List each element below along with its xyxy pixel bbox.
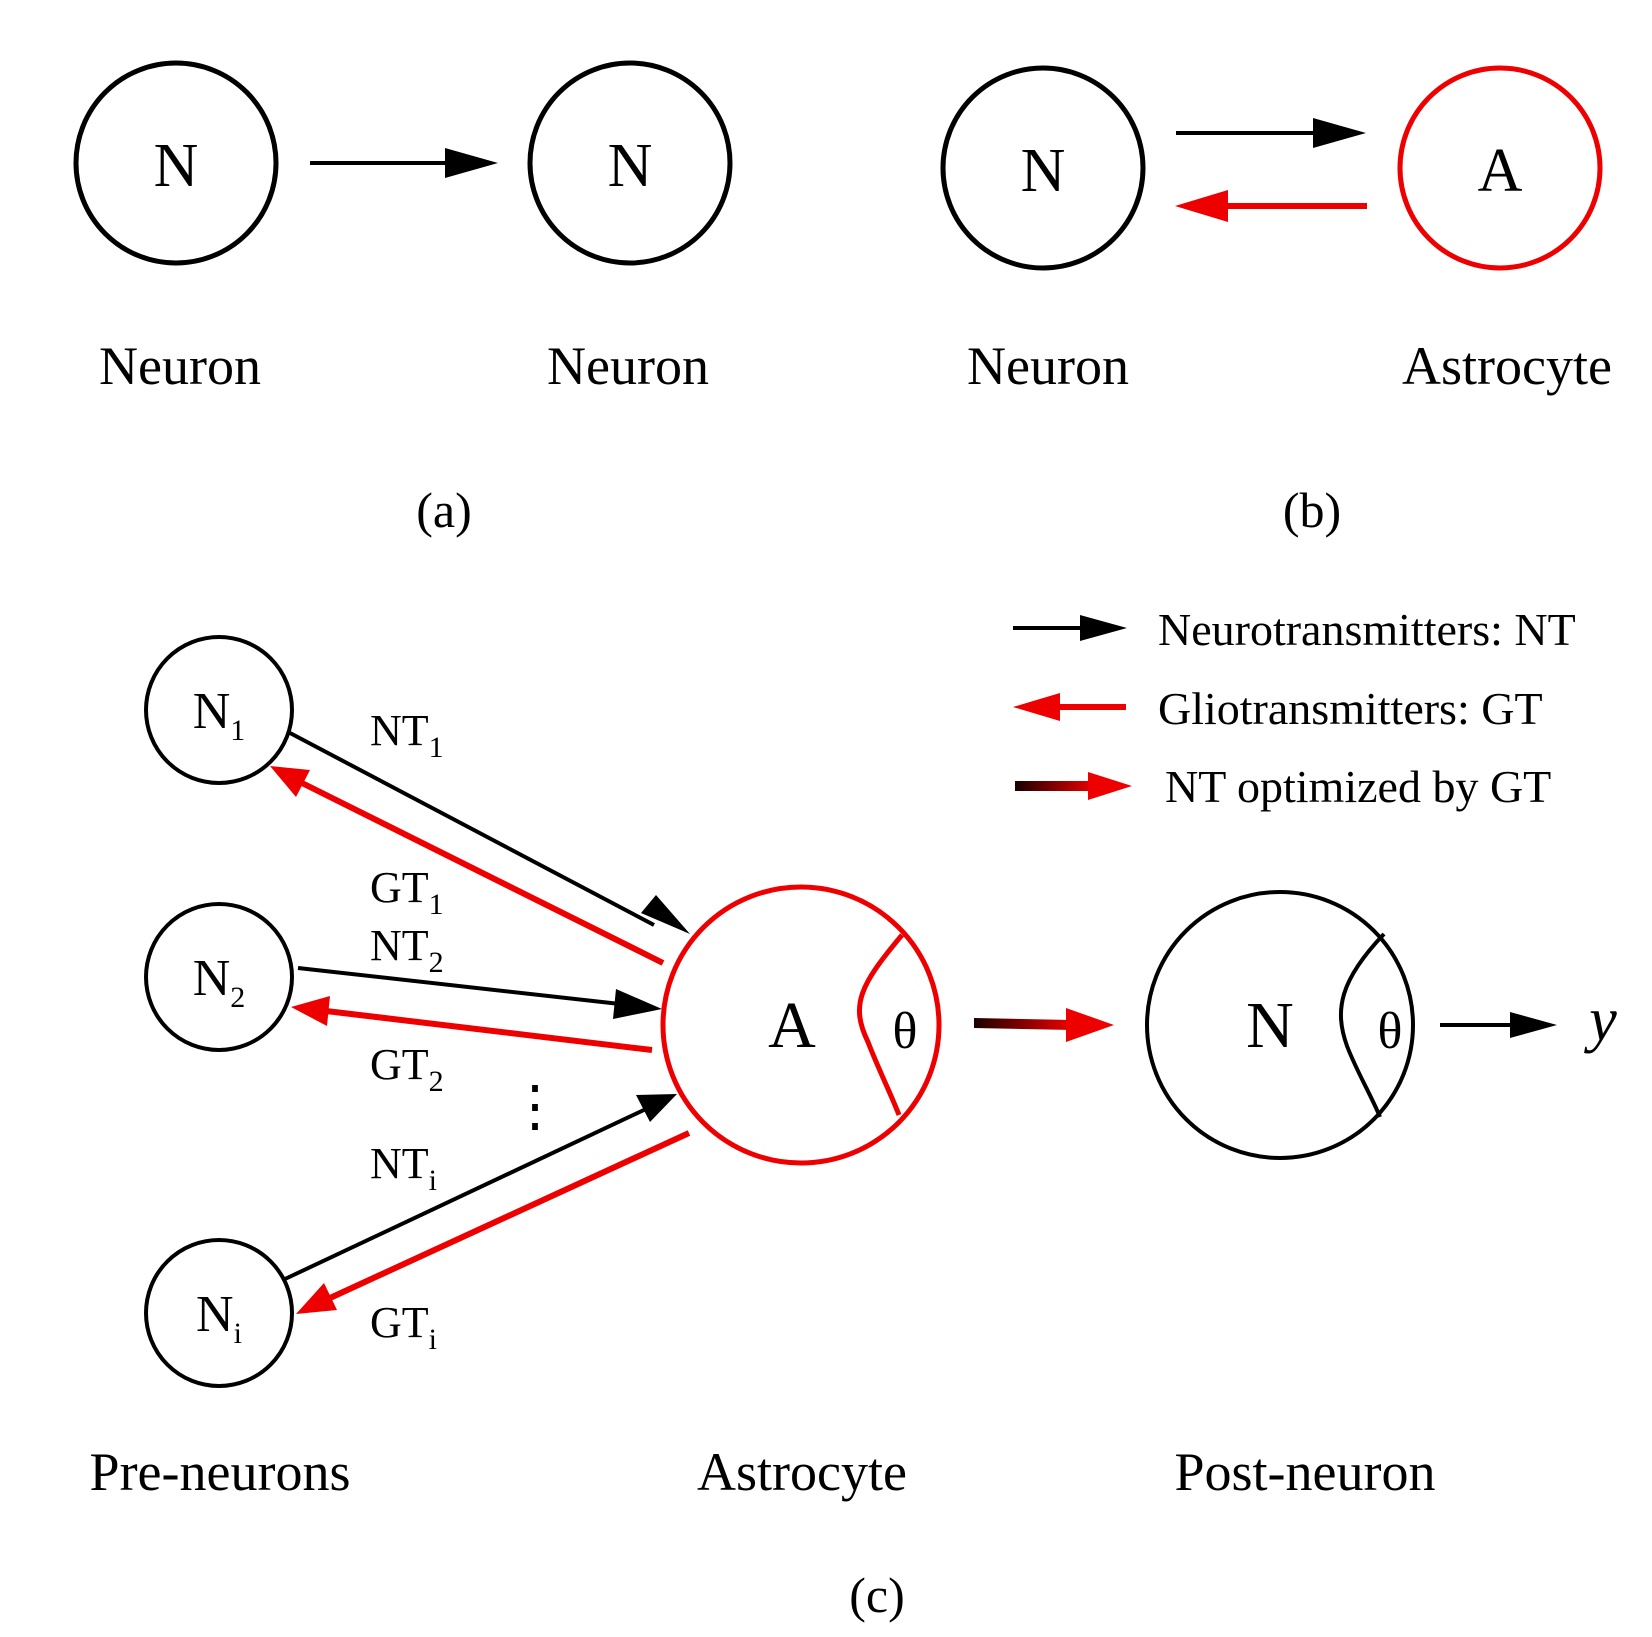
caption-astrocyte-c: Astrocyte [697,1442,907,1502]
panel-b: N A Neuron Astrocyte (b) [940,65,1612,538]
neuron-letter-a-left: N [154,132,199,200]
legend: Neurotransmitters: NT Gliotransmitters: … [1013,604,1576,812]
legend-label-nt: Neurotransmitters: NT [1158,604,1576,655]
post-neuron-theta: θ [1378,1003,1403,1060]
post-neuron-threshold-arc [1339,932,1386,1118]
arrowhead-nt-2 [613,989,662,1019]
legend-item-nt: Neurotransmitters: NT [1013,604,1576,655]
arrow-nt-optimized [974,1018,1072,1030]
pre-neuron-2 [144,902,294,1052]
label-nt-i: NTi [370,1139,437,1197]
panel-a: N N Neuron Neuron (a) [73,60,733,538]
arrowhead-b-black [1313,118,1366,148]
panel-label-a: (a) [416,482,472,538]
caption-a-right: Neuron [547,336,709,396]
label-nt-2: NT2 [370,921,444,979]
neuron-letter-a-right: N [608,132,653,200]
arrowhead-nt-optimized [1066,1008,1114,1042]
label-gt-i: GTi [370,1298,437,1356]
panel-label-b: (b) [1283,482,1341,538]
panel-c: N1 N2 Ni ⋮ NT1 GT1 NT2 GT2 NTi GTi A θ [90,635,1617,1623]
astrocyte-threshold-arc [856,933,904,1116]
pre-neuron-2-label: N2 [193,950,246,1014]
legend-label-nt-optimized: NT optimized by GT [1165,761,1551,812]
arrowhead-gt-i [296,1283,337,1314]
neuron-node-b [940,65,1146,271]
pre-neuron-i [144,1238,294,1388]
arrowhead-a [445,148,498,178]
post-neuron-node [1145,890,1415,1160]
edge-gt-2 [325,1008,653,1053]
arrowhead-output [1510,1012,1557,1038]
astrocyte-node-c [660,884,942,1166]
label-gt-1: GT1 [370,863,444,921]
arrowhead-nt-1 [641,895,690,934]
astrocyte-letter-b: A [1478,137,1523,205]
neuron-letter-b: N [1021,137,1066,205]
edge-nt-2 [297,966,621,1006]
edge-gt-1 [298,779,665,966]
neuron-node-a-right [527,60,733,266]
caption-post-neuron: Post-neuron [1175,1442,1436,1502]
astrocyte-theta: θ [893,1003,918,1060]
edge-nt-i [284,1107,647,1281]
pre-neuron-1-label: N1 [193,683,246,747]
arrowhead-nt-i [636,1094,677,1122]
edge-nt-1 [289,731,655,927]
caption-pre-neurons: Pre-neurons [90,1442,351,1502]
pre-neuron-1 [144,635,294,785]
legend-item-nt-optimized: NT optimized by GT [1015,761,1551,812]
arrowhead-gt-1 [270,766,310,797]
label-gt-2: GT2 [370,1040,444,1098]
post-neuron-letter: N [1246,989,1294,1062]
pre-neuron-ellipsis: ⋮ [507,1076,563,1138]
edge-gt-i [328,1130,691,1301]
label-nt-1: NT1 [370,706,444,764]
output-label: y [1583,986,1617,1054]
caption-b-right: Astrocyte [1402,336,1612,396]
legend-item-gt: Gliotransmitters: GT [1013,683,1543,734]
arrowhead-gt-2 [291,996,330,1026]
panel-label-c: (c) [849,1567,905,1623]
astrocyte-letter-c: A [768,989,816,1062]
caption-b-left: Neuron [967,336,1129,396]
arrowhead-b-red [1175,190,1228,222]
neuron-node-a-left [73,60,279,266]
legend-label-gt: Gliotransmitters: GT [1158,683,1543,734]
astrocyte-node-b [1397,65,1603,271]
caption-a-left: Neuron [99,336,261,396]
pre-neuron-i-label: Ni [196,1286,242,1350]
